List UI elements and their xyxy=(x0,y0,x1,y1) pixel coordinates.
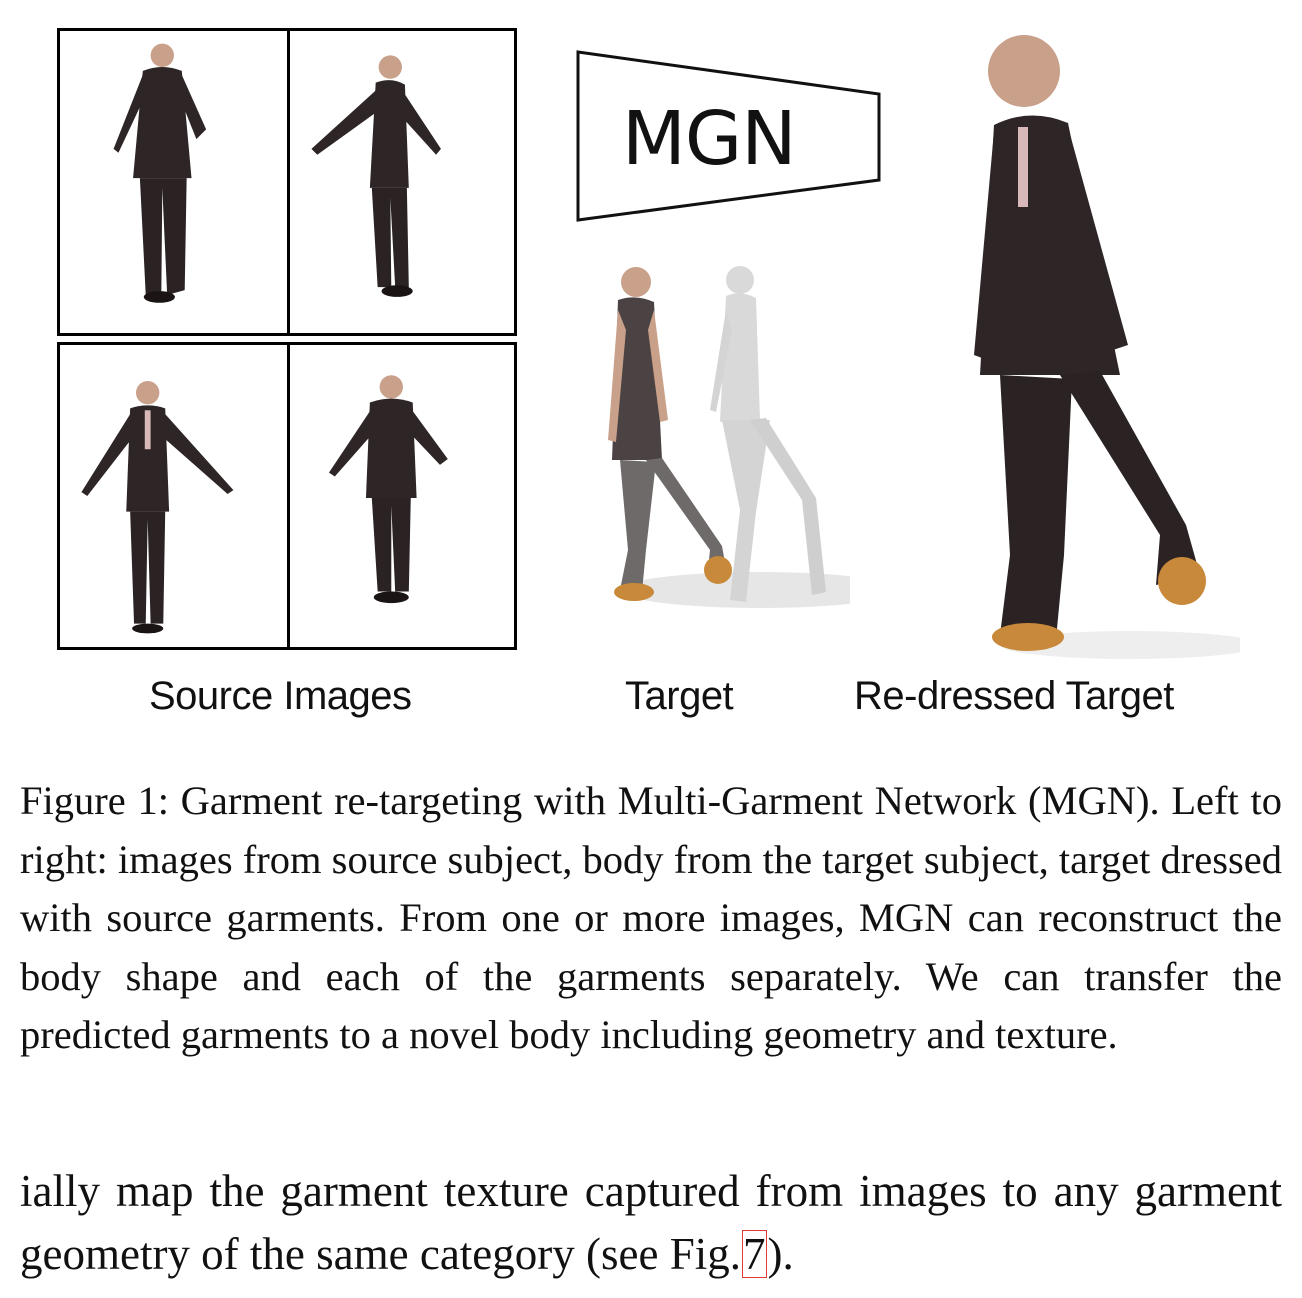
body-text-end: ). xyxy=(767,1229,794,1279)
figure-1: MGN Source Images Target Re-dressed Ta xyxy=(57,28,1240,718)
suited-figure-front-view xyxy=(81,381,234,634)
suited-figure-back-view xyxy=(113,43,207,303)
source-image-top-right xyxy=(287,28,517,336)
mgn-label: MGN xyxy=(622,96,797,182)
mgn-network-trapezoid xyxy=(576,50,881,222)
suited-figure-side-view xyxy=(311,55,441,297)
target-label: Target xyxy=(625,674,734,718)
target-subject-and-body-model xyxy=(608,266,850,608)
source-image-top-left xyxy=(57,28,290,336)
body-text-start: ially map the garment texture captured f… xyxy=(20,1166,1282,1279)
source-image-bottom-right xyxy=(287,342,517,650)
source-image-bottom-left xyxy=(57,342,290,650)
figure-caption: Figure 1: Garment re-targeting with Mult… xyxy=(20,778,1282,1057)
source-images-label: Source Images xyxy=(149,674,412,718)
redressed-target-label: Re-dressed Target xyxy=(854,674,1174,718)
redressed-target-subject xyxy=(974,35,1240,659)
suited-figure-back-angle-view xyxy=(328,375,448,604)
body-paragraph: ially map the garment texture captured f… xyxy=(20,1160,1282,1286)
figure-reference-link[interactable]: 7 xyxy=(741,1229,767,1279)
